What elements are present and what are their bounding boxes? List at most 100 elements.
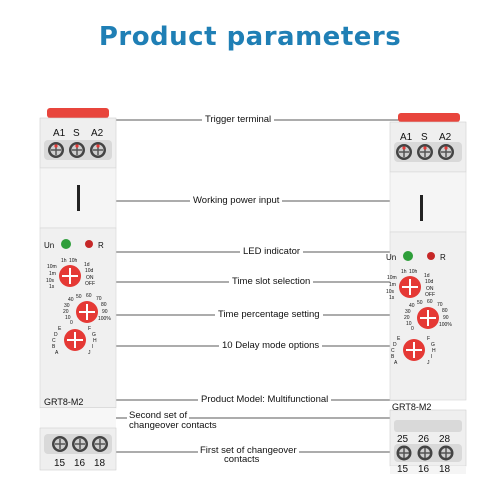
- svg-text:A2: A2: [439, 132, 452, 143]
- svg-text:1s: 1s: [389, 295, 395, 301]
- svg-text:D: D: [54, 332, 58, 338]
- led-label-r: R: [98, 241, 104, 250]
- red-cap-top-right: [398, 113, 460, 122]
- svg-text:A: A: [394, 360, 398, 366]
- svg-text:10h: 10h: [69, 258, 78, 264]
- svg-text:1h: 1h: [401, 269, 407, 275]
- svg-text:70: 70: [96, 296, 102, 302]
- svg-text:16: 16: [418, 464, 430, 475]
- svg-text:I: I: [92, 344, 93, 350]
- svg-text:B: B: [52, 344, 56, 350]
- svg-text:S: S: [421, 132, 428, 143]
- svg-text:10m: 10m: [47, 264, 57, 270]
- svg-text:J: J: [427, 360, 430, 366]
- label-second-set-line2: changeover contacts: [127, 420, 219, 431]
- relay-left: [39, 108, 117, 471]
- led-r: [85, 240, 93, 248]
- svg-text:A: A: [55, 350, 59, 356]
- model-label-right: GRT8-M2: [392, 402, 431, 412]
- svg-text:60: 60: [86, 293, 92, 299]
- knob-time-range-right: [399, 276, 421, 298]
- label-trigger-terminal: Trigger terminal: [202, 114, 275, 125]
- model-label-left: GRT8-M2: [44, 397, 83, 407]
- led-r-right: [427, 252, 435, 260]
- label-first-set-line2: contacts: [222, 454, 262, 465]
- svg-text:1d: 1d: [84, 262, 90, 268]
- svg-text:0: 0: [70, 320, 73, 326]
- knob-percentage: [76, 301, 98, 323]
- svg-text:F: F: [88, 326, 91, 332]
- term-25: 25: [397, 434, 409, 445]
- label-time-percentage-setting: Time percentage setting: [215, 309, 323, 320]
- svg-text:1h: 1h: [61, 258, 67, 264]
- term-a2: A2: [91, 128, 104, 139]
- relay-right: [389, 113, 467, 474]
- svg-text:40: 40: [68, 297, 74, 303]
- svg-text:J: J: [88, 350, 91, 356]
- svg-text:C: C: [52, 338, 56, 344]
- svg-text:20: 20: [63, 309, 69, 315]
- svg-text:50: 50: [76, 294, 82, 300]
- svg-text:1m: 1m: [389, 282, 396, 288]
- svg-text:70: 70: [437, 302, 443, 308]
- svg-text:0: 0: [411, 326, 414, 332]
- knob-percentage-right: [417, 307, 439, 329]
- svg-text:30: 30: [405, 309, 411, 315]
- svg-text:10h: 10h: [409, 269, 418, 275]
- svg-text:10: 10: [65, 315, 71, 321]
- svg-text:1d: 1d: [424, 273, 430, 279]
- top-screws-right: [396, 144, 454, 160]
- svg-text:10: 10: [406, 321, 412, 327]
- bottom-screws-right: [396, 445, 454, 461]
- svg-text:G: G: [431, 342, 435, 348]
- led-un: [61, 239, 71, 249]
- label-first-set-line1: First set of changeover: [198, 445, 299, 456]
- bottom-screws: [52, 436, 108, 452]
- term-15: 15: [54, 458, 66, 469]
- label-product-model: Product Model: Multifunctional: [198, 394, 332, 405]
- svg-text:Un: Un: [386, 253, 396, 262]
- svg-text:H: H: [93, 338, 97, 344]
- svg-text:18: 18: [439, 464, 451, 475]
- svg-text:ON: ON: [426, 286, 434, 292]
- red-cap-top: [47, 108, 109, 118]
- term-s: S: [73, 128, 80, 139]
- term-28: 28: [439, 434, 451, 445]
- svg-text:I: I: [431, 354, 432, 360]
- led-label-un: Un: [44, 241, 54, 250]
- svg-text:40: 40: [409, 303, 415, 309]
- knob-time-range: [59, 265, 81, 287]
- svg-text:C: C: [391, 348, 395, 354]
- label-working-power-input: Working power input: [190, 195, 283, 206]
- svg-text:10s: 10s: [46, 278, 55, 284]
- svg-text:80: 80: [442, 308, 448, 314]
- svg-text:30: 30: [64, 303, 70, 309]
- svg-text:90: 90: [443, 315, 449, 321]
- svg-text:B: B: [391, 354, 395, 360]
- svg-text:E: E: [397, 336, 401, 342]
- svg-text:D: D: [393, 342, 397, 348]
- svg-text:1m: 1m: [49, 271, 56, 277]
- svg-text:60: 60: [427, 299, 433, 305]
- svg-text:10s: 10s: [386, 289, 395, 295]
- svg-text:G: G: [92, 332, 96, 338]
- svg-text:15: 15: [397, 464, 409, 475]
- svg-text:R: R: [440, 253, 446, 262]
- svg-text:10d: 10d: [425, 279, 434, 285]
- led-un-right: [403, 251, 413, 261]
- power-input-slot: [77, 185, 80, 211]
- svg-text:10m: 10m: [387, 275, 397, 281]
- svg-text:OFF: OFF: [85, 281, 95, 287]
- svg-text:ON: ON: [86, 275, 94, 281]
- term-16: 16: [74, 458, 86, 469]
- svg-text:1s: 1s: [49, 284, 55, 290]
- page-title: Product parameters: [98, 22, 402, 52]
- label-delay-mode-options: 10 Delay mode options: [219, 340, 323, 351]
- svg-text:80: 80: [101, 302, 107, 308]
- knob-mode: [64, 329, 86, 351]
- knob-mode-right: [403, 339, 425, 361]
- svg-text:10d: 10d: [85, 268, 94, 274]
- svg-text:H: H: [432, 348, 436, 354]
- svg-text:A1: A1: [400, 132, 413, 143]
- svg-text:100%: 100%: [98, 316, 111, 322]
